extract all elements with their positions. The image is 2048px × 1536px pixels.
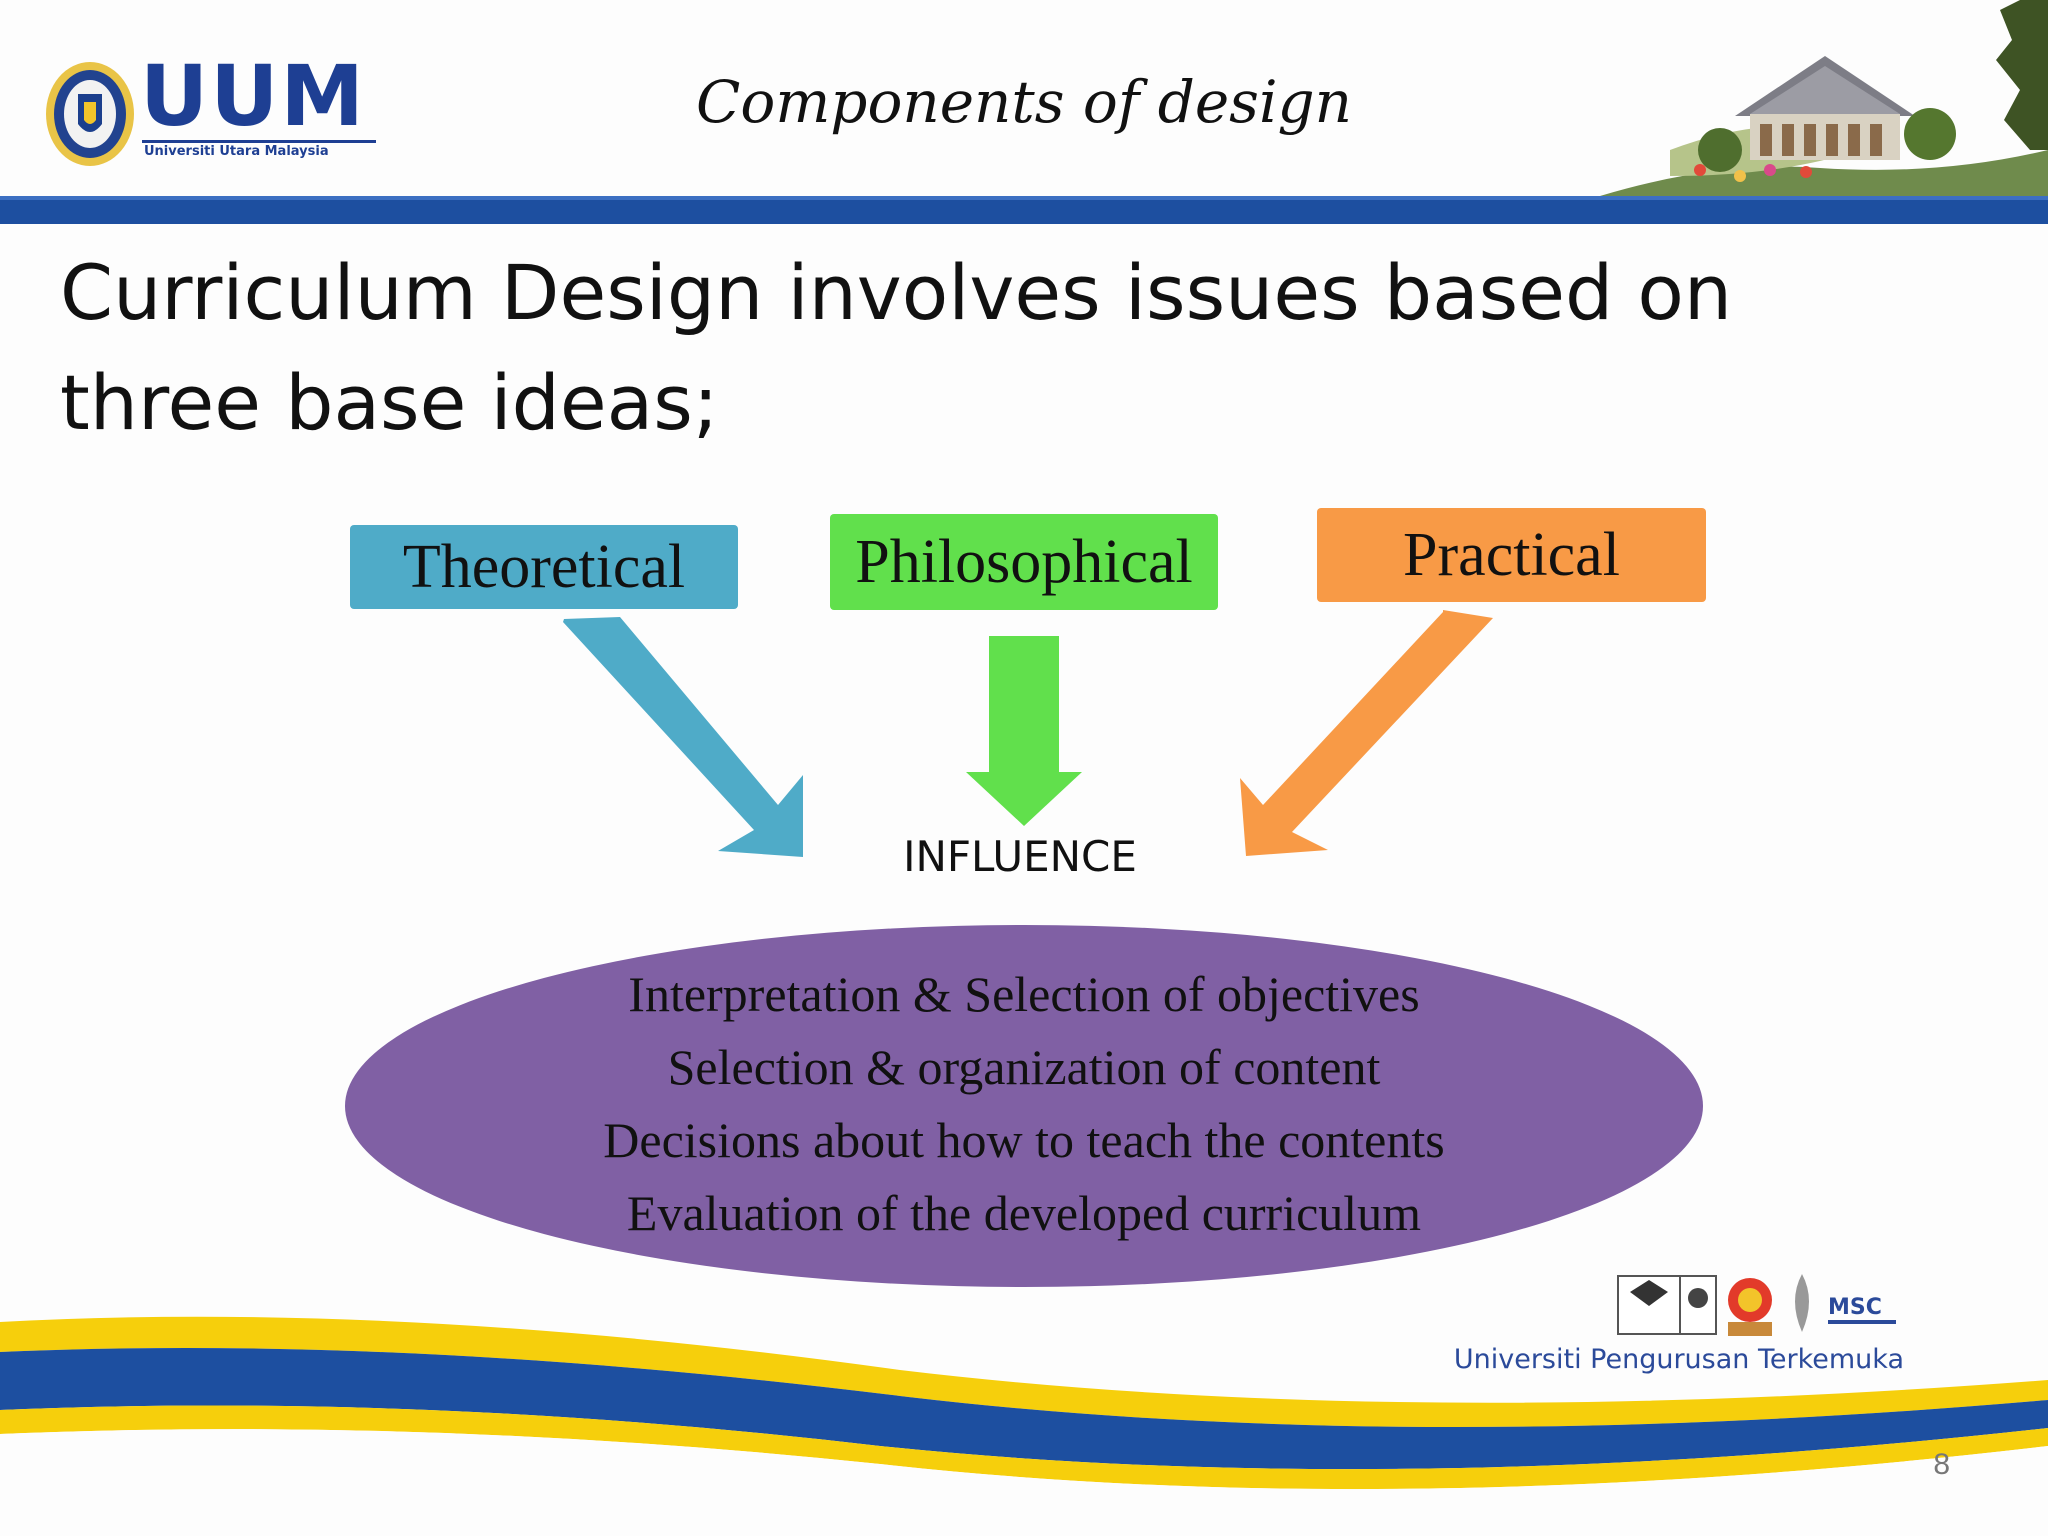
header-divider-bar	[0, 196, 2048, 224]
footer-wave-decoration	[0, 1316, 2048, 1536]
heading-line-2: three base ideas;	[60, 358, 719, 447]
tower-emblem-icon	[1795, 1274, 1809, 1332]
campus-building-illustration	[1600, 0, 2048, 200]
heading-line-1: Curriculum Design involves issues based …	[60, 248, 1733, 337]
philosophical-box: Philosophical	[830, 514, 1218, 610]
logo-subtitle: Universiti Utara Malaysia	[144, 144, 329, 159]
influence-label: INFLUENCE	[903, 832, 1137, 881]
slide-page-number: 8	[1933, 1448, 1950, 1481]
decision-item: Interpretation & Selection of objectives	[628, 966, 1420, 1022]
decision-item: Decisions about how to teach the content…	[603, 1112, 1445, 1168]
accreditation-logos: MSC	[1617, 1274, 1896, 1336]
design-decisions-list: Interpretation & Selection of objectives…	[345, 958, 1703, 1250]
arrow-philosophical-icon	[966, 636, 1082, 826]
header-divider-highlight	[0, 196, 2048, 200]
theoretical-box: Theoretical	[350, 525, 738, 609]
university-crest-icon	[46, 62, 134, 166]
footer-tagline: Universiti Pengurusan Terkemuka	[1453, 1344, 1904, 1375]
logo-divider	[142, 140, 376, 143]
logo-wordmark: UUM	[140, 47, 367, 145]
practical-box: Practical	[1317, 508, 1706, 602]
slide-heading: Curriculum Design involves issues based …	[60, 238, 1820, 458]
university-logo: UUM Universiti Utara Malaysia	[44, 47, 376, 176]
decision-item: Evaluation of the developed curriculum	[626, 1185, 1422, 1241]
msc-status-icon: MSC	[1828, 1295, 1882, 1320]
arrow-theoretical-icon	[563, 617, 803, 857]
arrow-practical-icon	[1240, 610, 1493, 856]
slide-header-title: Components of design	[696, 68, 1352, 136]
decision-item: Selection & organization of content	[667, 1039, 1381, 1095]
design-decisions-ellipse	[345, 925, 1703, 1287]
